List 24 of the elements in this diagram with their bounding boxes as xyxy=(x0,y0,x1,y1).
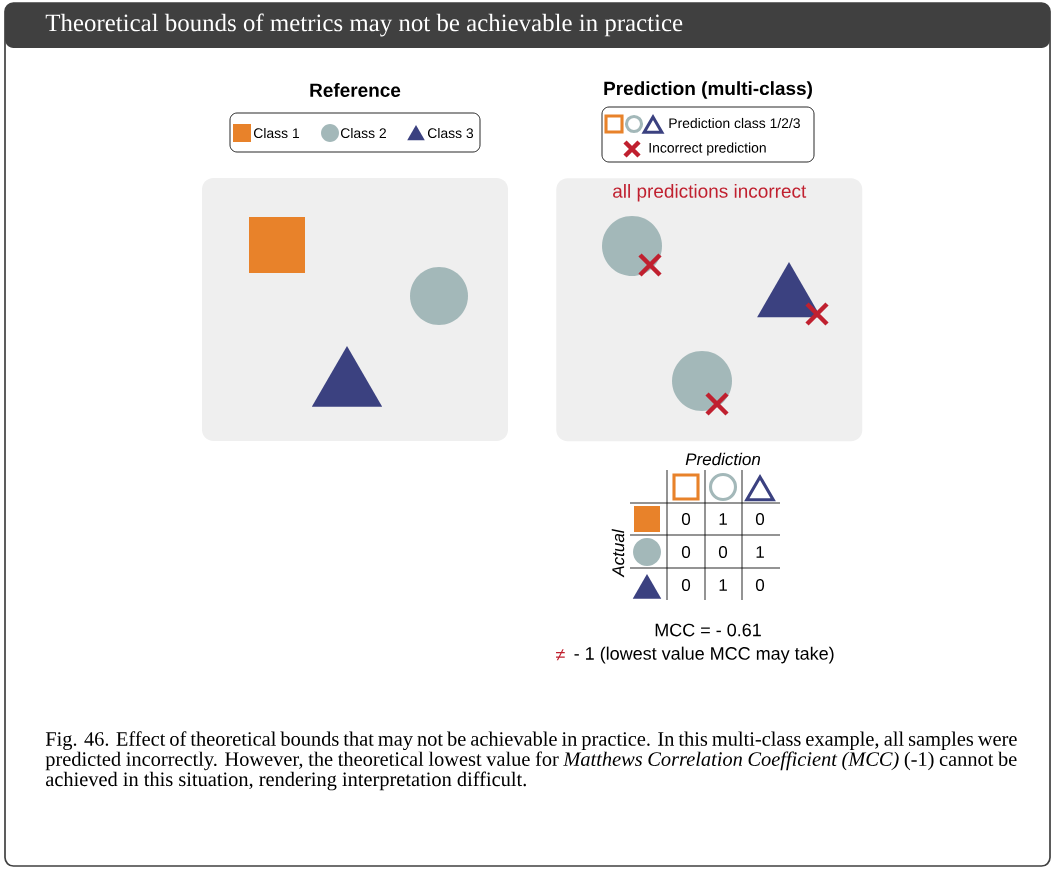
table-cell: 0 xyxy=(755,513,765,526)
table-cell: 0 xyxy=(681,579,691,592)
panel: all predictions incorrect xyxy=(556,178,863,442)
result-text: MCC = - 0.61 xyxy=(655,623,761,637)
table-cell: 1 xyxy=(719,513,727,525)
note-text: - 1 (lowest value MCC may take) xyxy=(574,646,834,664)
legend-label: Class 3 xyxy=(428,127,474,139)
panel xyxy=(202,178,508,442)
not-equal-sign: ≠ xyxy=(556,649,565,661)
legend-label: Incorrect prediction xyxy=(649,142,766,156)
legend-label: Class 1 xyxy=(254,127,299,139)
table-cell: 0 xyxy=(718,546,728,559)
panel-heading: Prediction (multi-class) xyxy=(604,81,812,99)
title-bar: Theoretical bounds of metrics may not be achievable in practice xyxy=(5,3,1050,48)
axis-label: Actual xyxy=(611,529,625,578)
table-cell: 0 xyxy=(681,546,691,559)
table-cell: 1 xyxy=(719,579,727,591)
legend-label: Class 2 xyxy=(341,127,386,139)
panel-heading: Reference xyxy=(310,83,401,97)
caption: Fig. 46. Effect of theoretical bounds that may not be achievable in practice. In this multi-class example, all samples were predicted incorrectly. However, the theoretical lowest value for Matthews Correlation Coefficient (MCC) (-1) cannot be achieved in this situation, rendering interpretation difficult. xyxy=(45,731,1017,791)
table-cell: 0 xyxy=(755,579,765,592)
legend-label: Prediction class 1/2/3 xyxy=(669,117,800,129)
table-cell: 1 xyxy=(756,546,764,558)
table-cell: 0 xyxy=(681,513,691,526)
